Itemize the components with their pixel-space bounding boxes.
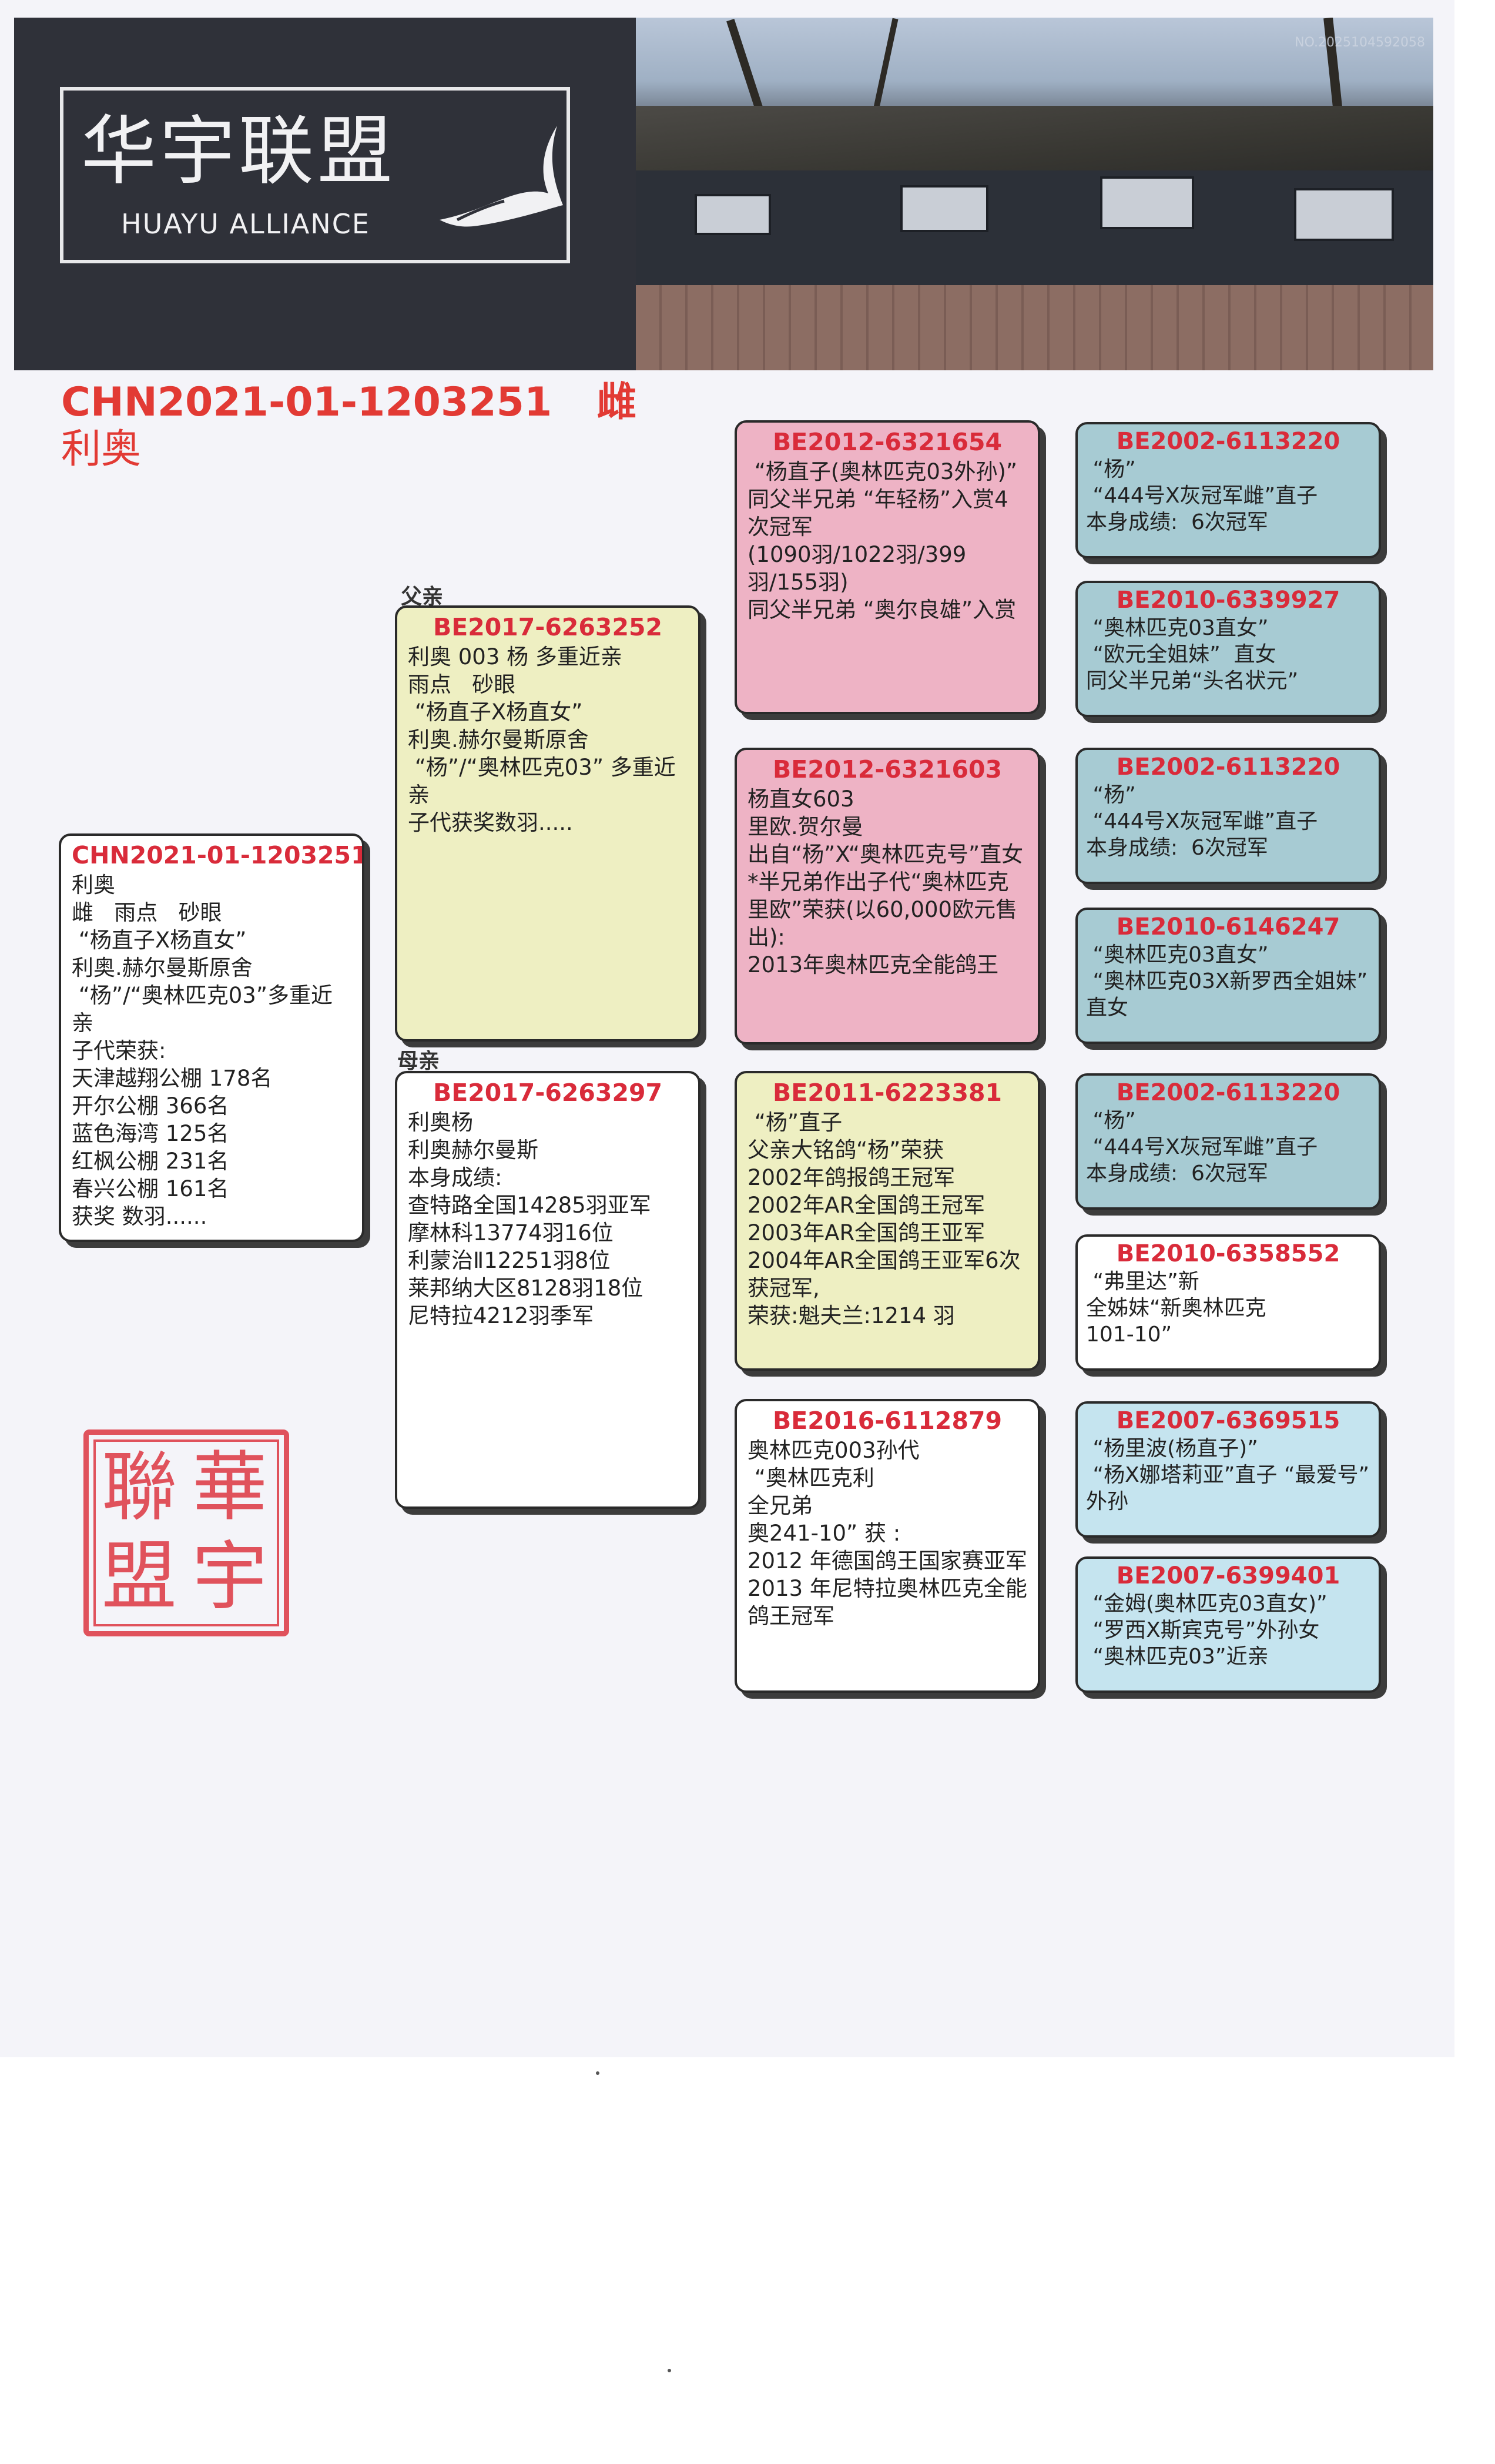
seal-char: 聯 — [102, 1444, 177, 1531]
subject-ring-number: CHN2021-01-1203251 — [61, 379, 552, 426]
loft-photo: NO.2025104592058 — [636, 18, 1433, 370]
great-grandparent-card-3: BE2002-6113220 “杨” “444号X灰冠军雌”直子 本身成绩: 6… — [1075, 748, 1381, 884]
subject-name: 利奥 — [61, 426, 142, 473]
card-ring-number: BE2017-6263252 — [433, 613, 663, 641]
card-ring-number: BE2007-6399401 — [1116, 1562, 1340, 1589]
great-grandparent-card-5: BE2002-6113220 “杨” “444号X灰冠军雌”直子 本身成绩: 6… — [1075, 1073, 1381, 1210]
card-ring-number: BE2010-6146247 — [1116, 913, 1340, 940]
logo: 华宇联盟 HUAYU ALLIANCE — [60, 87, 570, 263]
card-description: 利奥 雌 雨点 砂眼 “杨直子X杨直女” 利奥.赫尔曼斯原舍 “杨”/“奥林匹克… — [72, 872, 333, 1229]
great-grandparent-card-4: BE2010-6146247 “奥林匹克03直女” “奥林匹克03X新罗西全姐妹… — [1075, 908, 1381, 1044]
page-title: CHN2021-01-1203251 雌 — [61, 369, 636, 427]
mother-card: BE2017-6263297 利奥杨 利奥赫尔曼斯 本身成绩: 查特路全国142… — [395, 1071, 700, 1509]
scan-speck — [596, 2071, 599, 2075]
card-ring-number: BE2011-6223381 — [772, 1079, 1003, 1107]
scan-speck — [668, 2369, 671, 2372]
card-description: “弗里达”新 全姊妹“新奥林匹克 101-10” — [1086, 1270, 1266, 1347]
card-ring-number: BE2010-6339927 — [1116, 587, 1340, 614]
paternal-granddam-card: BE2012-6321603 杨直女603 里欧.贺尔曼 出自“杨”X“奥林匹克… — [735, 748, 1040, 1044]
father-label: 父亲 — [401, 585, 444, 609]
card-description: 杨直女603 里欧.贺尔曼 出自“杨”X“奥林匹克号”直女 *半兄弟作出子代“奥… — [748, 786, 1024, 977]
card-ring-number: BE2012-6321603 — [772, 755, 1003, 784]
card-description: “杨” “444号X灰冠军雌”直子 本身成绩: 6次冠军 — [1086, 1109, 1318, 1186]
logo-chinese-text: 华宇联盟 — [81, 108, 397, 195]
great-grandparent-card-6: BE2010-6358552 “弗里达”新 全姊妹“新奥林匹克 101-10” — [1075, 1234, 1381, 1371]
mother-label: 母亲 — [397, 1049, 440, 1073]
card-ring-number: BE2002-6113220 — [1116, 1079, 1340, 1106]
photo-code: NO.2025104592058 — [1295, 35, 1425, 50]
card-ring-number: BE2007-6369515 — [1116, 1407, 1340, 1434]
pedigree-sheet: 华宇联盟 HUAYU ALLIANCE NO.2025104592058 CHN… — [0, 0, 1454, 2057]
subject-sex: 雌 — [596, 379, 637, 426]
card-description: 利奥 003 杨 多重近亲 雨点 砂眼 “杨直子X杨直女” 利奥.赫尔曼斯原舍 … — [408, 644, 676, 835]
card-description: “奥林匹克03直女” “欧元全姐妹” 直女 同父半兄弟“头名状元” — [1086, 616, 1299, 693]
father-card: BE2017-6263252 利奥 003 杨 多重近亲 雨点 砂眼 “杨直子X… — [395, 605, 700, 1042]
logo-english-text: HUAYU ALLIANCE — [121, 208, 370, 240]
card-ring-number: CHN2021-01-1203251 — [72, 841, 364, 869]
maternal-grandsire-card: BE2011-6223381 “杨”直子 父亲大铭鸽“杨”荣获 2002年鸽报鸽… — [735, 1071, 1040, 1371]
great-grandparent-card-7: BE2007-6369515 “杨里波(杨直子)” “杨X娜塔莉亚”直子 “最爱… — [1075, 1401, 1381, 1538]
card-description: 奥林匹克003孙代 “奥林匹克利 全兄弟 奥241-10” 获 : 2012 年… — [748, 1438, 1027, 1629]
card-description: “杨直子(奥林匹克03外孙)” 同父半兄弟 “年轻杨”入赏4次冠军 (1090羽… — [748, 459, 1018, 622]
card-description: “杨” “444号X灰冠军雌”直子 本身成绩: 6次冠军 — [1086, 783, 1318, 860]
card-ring-number: BE2010-6358552 — [1116, 1240, 1340, 1267]
card-description: “杨”直子 父亲大铭鸽“杨”荣获 2002年鸽报鸽王冠军 2002年AR全国鸽王… — [748, 1110, 1021, 1328]
card-description: “杨里波(杨直子)” “杨X娜塔莉亚”直子 “最爱号” 外孙 — [1086, 1437, 1370, 1514]
card-description: “金姆(奥林匹克03直女)” “罗西X斯宾克号”外孙女 “奥林匹克03”近亲 — [1092, 1592, 1328, 1669]
card-ring-number: BE2002-6113220 — [1116, 754, 1340, 781]
card-description: “奥林匹克03直女” “奥林匹克03X新罗西全姐妹” 直女 — [1086, 943, 1368, 1020]
card-description: “杨” “444号X灰冠军雌”直子 本身成绩: 6次冠军 — [1086, 457, 1318, 534]
card-ring-number: BE2002-6113220 — [1116, 428, 1340, 455]
maternal-granddam-card: BE2016-6112879 奥林匹克003孙代 “奥林匹克利 全兄弟 奥241… — [735, 1399, 1040, 1693]
header-banner: 华宇联盟 HUAYU ALLIANCE NO.2025104592058 — [14, 18, 1433, 370]
great-grandparent-card-8: BE2007-6399401 “金姆(奥林匹克03直女)” “罗西X斯宾克号”外… — [1075, 1556, 1381, 1693]
alliance-seal-stamp: 華 宇 聯 盟 — [83, 1429, 289, 1636]
subject-card: CHN2021-01-1203251 利奥 雌 雨点 砂眼 “杨直子X杨直女” … — [59, 833, 364, 1242]
seal-char: 華 — [192, 1444, 268, 1531]
great-grandparent-card-1: BE2002-6113220 “杨” “444号X灰冠军雌”直子 本身成绩: 6… — [1075, 422, 1381, 558]
bird-icon — [440, 126, 563, 227]
card-ring-number: BE2012-6321654 — [772, 428, 1003, 456]
card-ring-number: BE2017-6263297 — [433, 1079, 663, 1107]
great-grandparent-card-2: BE2010-6339927 “奥林匹克03直女” “欧元全姐妹” 直女 同父半… — [1075, 581, 1381, 717]
card-ring-number: BE2016-6112879 — [772, 1407, 1003, 1435]
seal-char: 盟 — [102, 1533, 177, 1621]
card-description: 利奥杨 利奥赫尔曼斯 本身成绩: 查特路全国14285羽亚军 摩林科13774羽… — [408, 1110, 651, 1328]
paternal-grandsire-card: BE2012-6321654 “杨直子(奥林匹克03外孙)” 同父半兄弟 “年轻… — [735, 420, 1040, 714]
seal-char: 宇 — [192, 1533, 268, 1621]
